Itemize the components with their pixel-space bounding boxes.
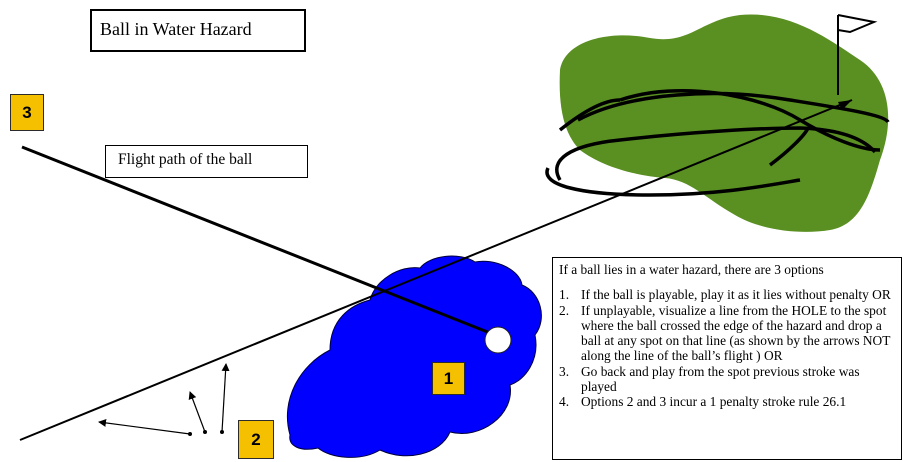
drop-arrows [98, 363, 230, 435]
flight-arrow-head [838, 100, 852, 110]
rule-option: 4. Options 2 and 3 incur a 1 penalty str… [559, 394, 896, 409]
rules-intro: If a ball lies in a water hazard, there … [559, 262, 824, 277]
rule-option-number: 2. [559, 302, 570, 318]
rule-option-text: If unplayable, visualize a line from the… [581, 302, 891, 364]
marker-3: 3 [10, 94, 44, 131]
rule-option: 1. If the ball is playable, play it as i… [559, 287, 896, 302]
water-hazard [286, 255, 542, 458]
rule-option-text: Go back and play from the spot previous … [581, 363, 860, 395]
rule-option-text: If the ball is playable, play it as it l… [581, 287, 891, 303]
hole-to-ball-line [21, 145, 496, 337]
putting-green [559, 14, 889, 232]
rule-option-number: 1. [559, 287, 570, 303]
rule-option-number: 4. [559, 394, 570, 410]
flight-path-line [19, 99, 853, 441]
rule-option: 2. If unplayable, visualize a line from … [559, 303, 896, 364]
hole-flag [837, 14, 878, 95]
rule-option-number: 3. [559, 363, 570, 379]
green-contour-lines [545, 89, 890, 197]
rule-option: 3. Go back and play from the spot previo… [559, 364, 896, 395]
golf-ball [484, 326, 512, 354]
drop-points [188, 430, 224, 436]
flight-path-label: Flight path of the ball [105, 145, 308, 178]
diagram-title: Ball in Water Hazard [90, 9, 306, 52]
rule-option-text: Options 2 and 3 incur a 1 penalty stroke… [581, 394, 847, 410]
rules-info-box: If a ball lies in a water hazard, there … [552, 257, 902, 460]
marker-2: 2 [238, 420, 274, 459]
marker-1: 1 [432, 362, 465, 395]
